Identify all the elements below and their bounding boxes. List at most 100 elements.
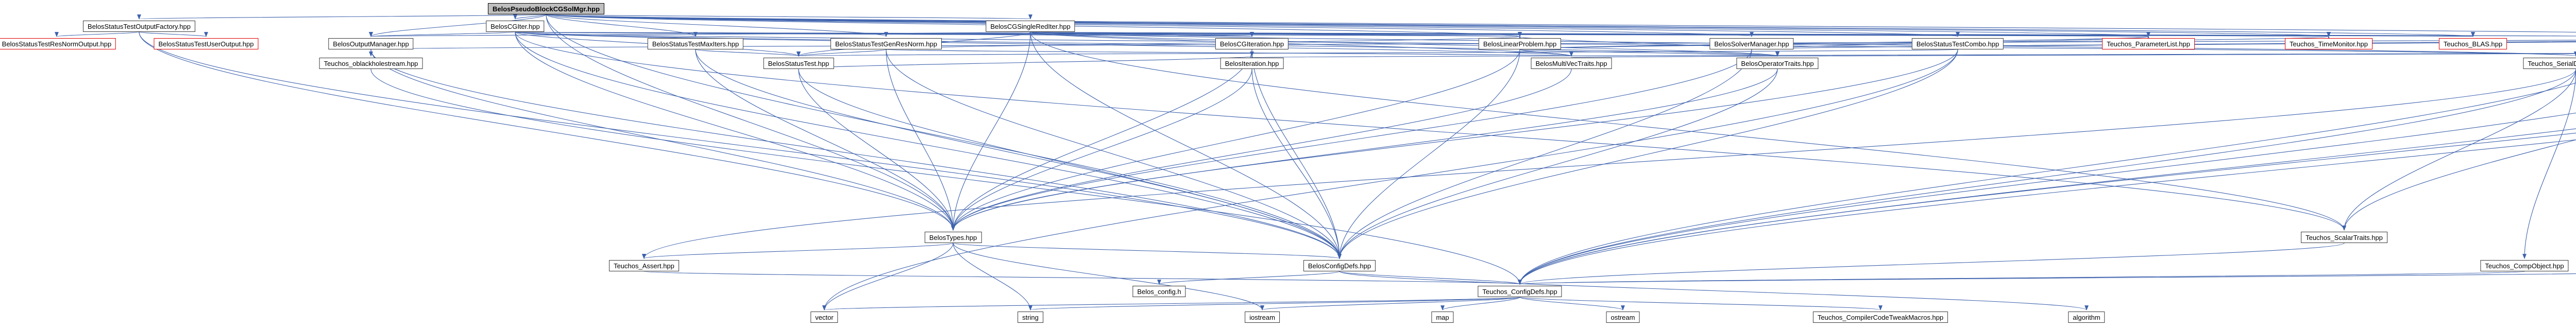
graph-node[interactable]: BelosCGSingleRedIter.hpp — [986, 21, 1075, 32]
edge — [1518, 68, 2576, 285]
edge — [695, 49, 801, 57]
edge — [546, 14, 1031, 20]
graph-node[interactable]: Teuchos_CompilerCodeTweakMacros.hpp — [1812, 312, 1948, 323]
edge — [515, 31, 2329, 37]
edge — [546, 14, 1753, 37]
edge — [1519, 297, 1883, 310]
edge — [642, 243, 954, 259]
graph-node[interactable]: BelosStatusTestUserOutput.hpp — [154, 38, 259, 49]
graph-node[interactable]: Teuchos_SerialDenseMatrix.hpp — [2523, 58, 2576, 69]
edge — [1519, 271, 2525, 285]
graph-node[interactable]: BelosOutputManager.hpp — [328, 38, 414, 49]
graph-node[interactable]: string — [1018, 312, 1043, 323]
edge — [1519, 273, 2576, 285]
edge — [953, 243, 1032, 310]
edge — [822, 49, 1958, 310]
edge — [546, 14, 1959, 37]
edge — [370, 68, 1522, 285]
graph-node[interactable]: Teuchos_CompObject.hpp — [2480, 260, 2569, 271]
edge — [886, 49, 955, 231]
edge — [886, 49, 1342, 259]
edge — [1518, 243, 2345, 285]
graph-node[interactable]: BelosMultiVecTraits.hpp — [1531, 58, 1612, 69]
graph-node[interactable]: Teuchos_ConfigDefs.hpp — [1478, 286, 1562, 297]
graph-node[interactable]: BelosCGIter.hpp — [486, 21, 545, 32]
edge — [1030, 31, 2329, 37]
graph-node[interactable]: Teuchos_Assert.hpp — [609, 260, 679, 271]
edge — [1339, 271, 1522, 285]
graph-node[interactable]: Belos_config.h — [1132, 286, 1186, 297]
edge — [1030, 31, 1780, 57]
edge — [1337, 49, 1520, 259]
edge — [1030, 31, 1342, 259]
graph-node[interactable]: BelosConfigDefs.hpp — [1303, 260, 1376, 271]
graph-node[interactable]: BelosStatusTestGenResNorm.hpp — [831, 38, 942, 49]
edge — [1518, 112, 2576, 285]
graph-node[interactable]: BelosOperatorTraits.hpp — [1736, 58, 1819, 69]
edge — [1030, 31, 2149, 37]
graph-node[interactable]: Teuchos_TimeMonitor.hpp — [2285, 38, 2372, 49]
edge — [1571, 53, 2576, 58]
graph-node[interactable]: BelosStatusTestResNormOutput.hpp — [0, 38, 116, 49]
edge — [695, 49, 1342, 259]
graph-node[interactable]: algorithm — [2068, 312, 2105, 323]
edge — [1030, 31, 1521, 37]
edge — [951, 49, 1752, 231]
edge — [2522, 68, 2576, 259]
edge — [546, 14, 888, 37]
edge — [798, 56, 1254, 70]
edge — [642, 68, 2576, 259]
edge — [695, 49, 955, 231]
edge — [951, 68, 1778, 231]
graph-node[interactable]: vector — [810, 312, 838, 323]
edge — [370, 49, 955, 231]
graph-node[interactable]: ostream — [1606, 312, 1640, 323]
edge — [951, 31, 1031, 231]
edge — [1251, 68, 1342, 259]
edge — [515, 31, 1252, 37]
graph-node-root: BelosPseudoBlockCGSolMgr.hpp — [487, 3, 605, 14]
graph-node[interactable]: BelosStatusTestMaxIters.hpp — [647, 38, 744, 49]
graph-node[interactable]: BelosStatusTestCombo.hpp — [1911, 38, 2004, 49]
edge — [953, 243, 1264, 310]
edge — [1251, 53, 2576, 58]
graph-node[interactable]: BelosTypes.hpp — [924, 232, 982, 243]
edge — [1518, 128, 2576, 285]
edge — [798, 49, 1958, 57]
edge — [1440, 297, 1520, 310]
edge — [1337, 68, 1778, 259]
edge — [546, 14, 2474, 37]
edge — [515, 31, 2473, 37]
edge — [886, 49, 1572, 57]
edge — [546, 14, 698, 37]
graph-node[interactable]: Teuchos_ScalarTraits.hpp — [2301, 232, 2387, 243]
edge — [546, 14, 2576, 33]
edge — [1518, 139, 2576, 285]
edge — [796, 49, 887, 57]
graph-node[interactable]: BelosStatusTestOutputFactory.hpp — [83, 21, 195, 32]
graph-node[interactable]: BelosStatusTest.hpp — [763, 58, 834, 69]
edge — [515, 31, 1342, 259]
edge — [546, 14, 1342, 259]
graph-node[interactable]: BelosLinearProblem.hpp — [1478, 38, 1562, 49]
graph-node[interactable]: Teuchos_oblackholestream.hpp — [319, 58, 423, 69]
edge — [546, 14, 2330, 37]
edge — [643, 271, 1521, 285]
edge — [1029, 297, 1520, 310]
graph-node[interactable]: BelosCGIteration.hpp — [1215, 38, 1289, 49]
graph-node[interactable]: BelosSolverManager.hpp — [1709, 38, 1794, 49]
graph-node[interactable]: BelosIteration.hpp — [1220, 58, 1284, 69]
graph-node[interactable]: map — [1431, 312, 1454, 323]
edge — [798, 68, 1342, 259]
graph-node[interactable]: Teuchos_BLAS.hpp — [2438, 38, 2507, 49]
edge — [139, 31, 208, 37]
edge — [1157, 271, 1340, 285]
graph-node[interactable]: iostream — [1245, 312, 1280, 323]
edge — [1260, 297, 1520, 310]
edge — [951, 49, 1252, 231]
graph-node[interactable]: Teuchos_ParameterList.hpp — [2102, 38, 2195, 49]
edge — [1519, 297, 1625, 310]
edge — [1518, 132, 2576, 285]
edge — [138, 14, 547, 20]
edge — [951, 49, 1520, 231]
